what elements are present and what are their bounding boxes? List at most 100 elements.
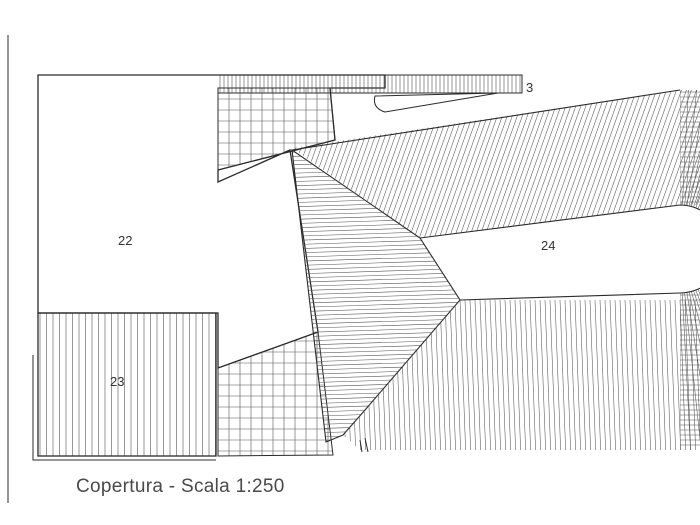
hatch-line bbox=[554, 299, 562, 450]
hatch-line bbox=[594, 299, 602, 450]
hatch-line bbox=[379, 299, 387, 450]
hatch-line bbox=[639, 299, 647, 450]
hatch-line bbox=[444, 299, 452, 450]
hatch-line bbox=[292, 90, 306, 238]
hatch-line bbox=[292, 352, 460, 359]
hatch-line bbox=[439, 90, 501, 238]
hatch-line bbox=[559, 299, 567, 450]
hatch-line bbox=[292, 368, 460, 376]
hatch-line bbox=[589, 299, 597, 450]
hatch-line bbox=[564, 299, 572, 450]
hatch-line bbox=[299, 90, 361, 238]
hatch-line bbox=[479, 299, 487, 450]
hatch-line bbox=[544, 90, 606, 238]
hatch-line bbox=[634, 299, 642, 450]
hatch-line bbox=[343, 299, 347, 450]
hatch-line bbox=[354, 90, 416, 238]
hatch-line bbox=[292, 419, 460, 426]
hatch-line bbox=[604, 90, 666, 238]
hatch-line bbox=[464, 299, 472, 450]
hatch-line bbox=[364, 299, 372, 450]
hatch-line bbox=[534, 90, 596, 238]
hatch-line bbox=[414, 299, 422, 450]
hatch-line bbox=[644, 90, 700, 238]
label-area-3: 3 bbox=[526, 80, 533, 95]
area-23 bbox=[32, 312, 217, 461]
hatch-line bbox=[292, 90, 321, 238]
hatch-line bbox=[649, 299, 657, 450]
hatch-line bbox=[349, 299, 357, 450]
hatch-line bbox=[449, 90, 511, 238]
hatch-line bbox=[292, 360, 460, 368]
hatch-line bbox=[499, 299, 507, 450]
hatch-line bbox=[469, 90, 531, 238]
hatch-line bbox=[319, 90, 381, 238]
hatch-line bbox=[599, 90, 661, 238]
hatch-line bbox=[644, 299, 652, 450]
hatch-line bbox=[589, 90, 651, 238]
hatch-line bbox=[524, 90, 586, 238]
bottom-grid-block bbox=[217, 331, 334, 457]
hatch-line bbox=[292, 394, 460, 401]
hatch-line bbox=[479, 90, 541, 238]
hatch-line bbox=[544, 299, 552, 450]
hatch-line bbox=[629, 90, 691, 238]
hatch-line bbox=[309, 90, 371, 238]
hatch-line bbox=[464, 90, 526, 238]
hatch-line bbox=[569, 299, 577, 450]
hatch-line bbox=[292, 415, 460, 422]
hatch-line bbox=[394, 299, 402, 450]
hatch-line bbox=[509, 90, 571, 238]
hatch-line bbox=[449, 299, 457, 450]
hatch-line bbox=[564, 90, 626, 238]
hatch-line bbox=[292, 398, 460, 405]
hatch-line bbox=[474, 299, 482, 450]
hatch-line bbox=[504, 90, 566, 238]
hatch-line bbox=[404, 90, 466, 238]
hatch-line bbox=[686, 90, 700, 206]
hatch-line bbox=[584, 299, 592, 450]
hatch-line bbox=[682, 292, 694, 450]
hatch-line bbox=[292, 377, 460, 384]
hatch-line bbox=[292, 90, 341, 238]
drawing-caption: Copertura - Scala 1:250 bbox=[76, 476, 285, 497]
hatch-line bbox=[292, 90, 301, 238]
hatch-line bbox=[539, 90, 601, 238]
hatch-line bbox=[594, 90, 656, 238]
hatch-line bbox=[292, 389, 460, 397]
hatch-line bbox=[459, 90, 521, 238]
label-area-23: 23 bbox=[110, 374, 124, 389]
hatch-line bbox=[634, 90, 696, 238]
hatch-line bbox=[429, 90, 491, 238]
hatch-line bbox=[693, 90, 700, 208]
label-area-24: 24 bbox=[541, 238, 555, 253]
hatch-line bbox=[519, 299, 527, 450]
hatch-line bbox=[292, 90, 331, 238]
hatch-line bbox=[609, 90, 671, 238]
hatch-line bbox=[688, 90, 700, 207]
hatch-line bbox=[292, 284, 460, 292]
hatch-line bbox=[292, 268, 460, 275]
hatch-line bbox=[579, 90, 641, 238]
hatch-line bbox=[292, 410, 460, 418]
hatch-line bbox=[354, 299, 362, 450]
hatch-line bbox=[534, 299, 542, 450]
hatch-line bbox=[292, 326, 460, 334]
hatch-line bbox=[292, 305, 460, 313]
hatch-line bbox=[292, 297, 460, 305]
hatch-line bbox=[280, 445, 470, 451]
hatch-line bbox=[280, 462, 470, 468]
hatch-line bbox=[280, 449, 470, 455]
hatch-line bbox=[654, 299, 662, 450]
hatch-line bbox=[574, 90, 636, 238]
hatch-line bbox=[292, 347, 460, 355]
hatch-line bbox=[624, 90, 686, 238]
area-24-outline bbox=[291, 89, 700, 453]
hatch-line bbox=[459, 299, 467, 450]
hatch-line bbox=[469, 299, 477, 450]
hatch-line bbox=[688, 291, 700, 450]
hatch-line bbox=[624, 299, 632, 450]
hatch-line bbox=[484, 90, 546, 238]
hatch-line bbox=[280, 453, 470, 459]
